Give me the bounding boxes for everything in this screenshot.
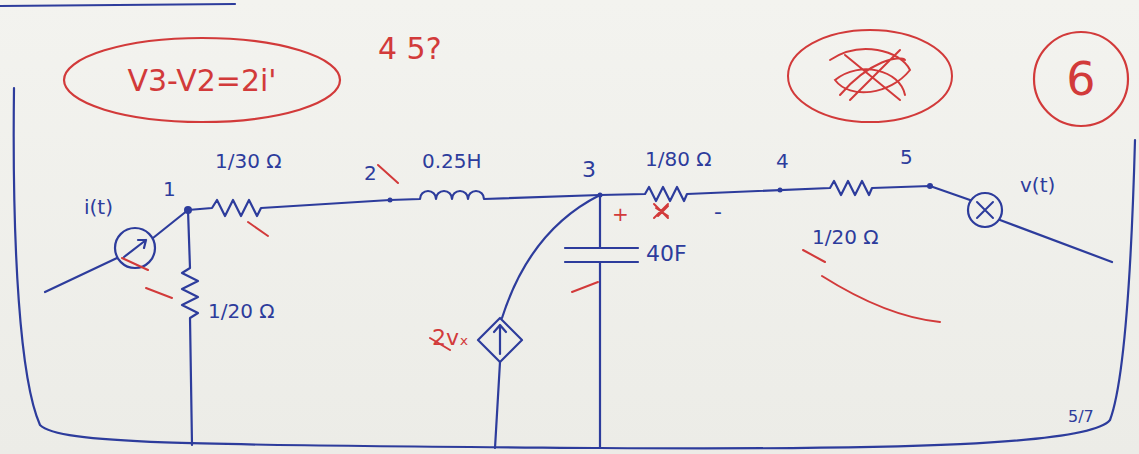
component-label: 5 [900,146,913,168]
component-label: 0.25H [422,150,482,172]
component-label: + [612,203,629,225]
component-label: 3 [582,158,596,182]
component-label: 1 [163,178,176,200]
current-source-symbol [115,228,155,268]
component-label: 1/30 Ω [215,150,282,172]
circled-note: V3-V2=2i' [62,36,342,124]
source-arrow [494,325,506,354]
tick-mark [122,165,940,350]
scribble-mark [654,204,668,218]
wire [45,258,117,292]
component-label: i(t) [84,196,113,218]
circled-number: 6 [1032,30,1130,128]
scribble-mark [977,202,993,218]
dependent-source-symbol [478,318,522,362]
capacitor-symbol [565,195,638,448]
component-label: 2vₓ [432,326,469,350]
component-label: 5/7 [1068,408,1094,426]
board-outline [14,88,1135,448]
component-label: v(t) [1020,174,1055,196]
wire [502,195,600,318]
component-label: 1/20 Ω [208,300,275,322]
component-label: 40F [646,242,687,266]
voltage-source-symbol [968,193,1002,227]
note-text: V3-V2=2i' [127,63,276,98]
wire [495,362,500,448]
component-label: 1/20 Ω [812,226,879,248]
component-label: 4 5? [378,32,442,65]
scribble-mark [830,49,910,100]
component-label: 4 [776,150,789,172]
inductor-symbol [390,191,600,200]
scribble-oval [788,30,952,122]
wire [1000,220,1112,262]
junction-dots [184,183,933,214]
outline [1034,32,1128,126]
component-label: 2 [364,162,377,184]
resistor-symbol [182,210,198,445]
resistor-symbol [600,181,970,201]
note-text: 6 [1066,52,1095,106]
top-rule [0,4,235,6]
source-arrow [124,240,146,257]
resistor-symbol [188,200,390,216]
wire [153,210,188,238]
component-label: 1/80 Ω [645,148,712,170]
component-label: - [714,200,722,224]
outline [64,38,340,122]
